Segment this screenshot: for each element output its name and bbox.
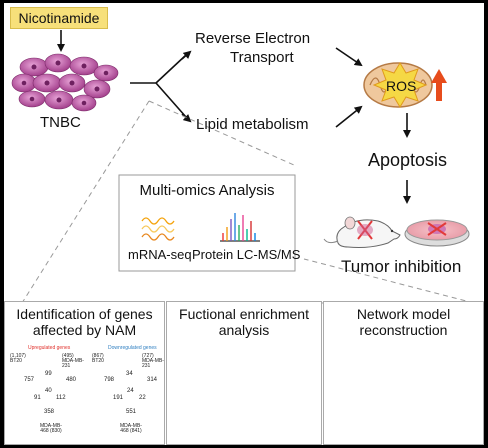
multi-omics-title: Multi-omics Analysis [139,182,275,199]
venn-up-set-b: (495) MDA-MB-231 [62,353,84,369]
venn-down-abc: 24 [127,388,134,394]
venn-up-b-only: 480 [66,377,77,383]
lipid-metabolism-label: Lipid metabolism [196,116,309,133]
venn-up-set-c: MDA-MB-468 (830) [40,423,62,434]
venn-down-c-only: 551 [126,409,137,415]
mass-spectrum-icon [220,213,260,242]
venn-up-ac: 91 [34,395,41,401]
zoom-dashed-lines [21,100,475,304]
branch-lines [130,54,187,118]
tnbc-cells [11,53,119,112]
tnbc-label: TNBC [40,114,81,131]
venn-down-set-b: (727) MDA-MB-231 [142,353,164,369]
venn-up-abc: 40 [45,388,52,394]
panel-identification: Identification of genes affected by NAM [4,301,165,445]
arrow-lipid-to-ros [335,105,363,128]
arrow-ret-to-ros [335,47,363,67]
multi-omics-box [118,174,296,272]
reverse-electron-label: Reverse Electron [195,30,311,47]
mouse-icon [323,216,401,248]
venn-down-title: Downregulated genes [108,345,157,351]
venn-down-set-c: MDA-MB-468 (841) [120,423,142,434]
protein-lcms-label: Protein LC-MS/MS [192,247,301,262]
ros-label: ROS [386,78,417,94]
venn-up-a-only: 757 [24,377,35,383]
ros-burst-icon [372,62,428,108]
nicotinamide-box [10,7,108,29]
venn-up-title: Upregulated genes [28,345,71,351]
transport-label: Transport [230,49,294,66]
arrow-up-icon [431,69,447,101]
venn-down-set-a: (867) BT20 [92,353,104,364]
venn-up-bc: 112 [56,395,66,401]
venn-down-b-only: 314 [147,377,158,383]
venn-down-ab: 34 [126,371,133,377]
panel-enrichment-title: Fuctional enrichment analysis [179,306,309,339]
venn-up-c-only: 358 [44,409,55,415]
panel-enrichment: Fuctional enrichment analysis [166,301,322,445]
venn-up-set-a: (1,107) BT20 [10,353,26,364]
tumor-inhibition-label: Tumor inhibition [341,257,462,276]
venn-up-ab: 99 [45,371,52,377]
mrna-waves-icon [141,217,175,241]
panel-identification-title: Identification of genes affected by NAM [16,306,153,339]
venn-down-bc: 22 [139,395,146,401]
mrna-seq-label: mRNA-seq [128,247,192,262]
nicotinamide-label: Nicotinamide [18,10,100,26]
panel-network: Network model reconstruction [323,301,484,445]
graphical-abstract: Nicotinamide TNBC Reverse Electron Trans… [4,3,484,445]
petri-dish-icon [404,219,470,247]
panel-network-title: Network model reconstruction [356,306,451,339]
arrow-upper-branch [181,50,192,60]
venn-down-a-only: 798 [104,377,115,383]
venn-down-ac: 191 [113,395,124,401]
apoptosis-label: Apoptosis [368,150,448,170]
